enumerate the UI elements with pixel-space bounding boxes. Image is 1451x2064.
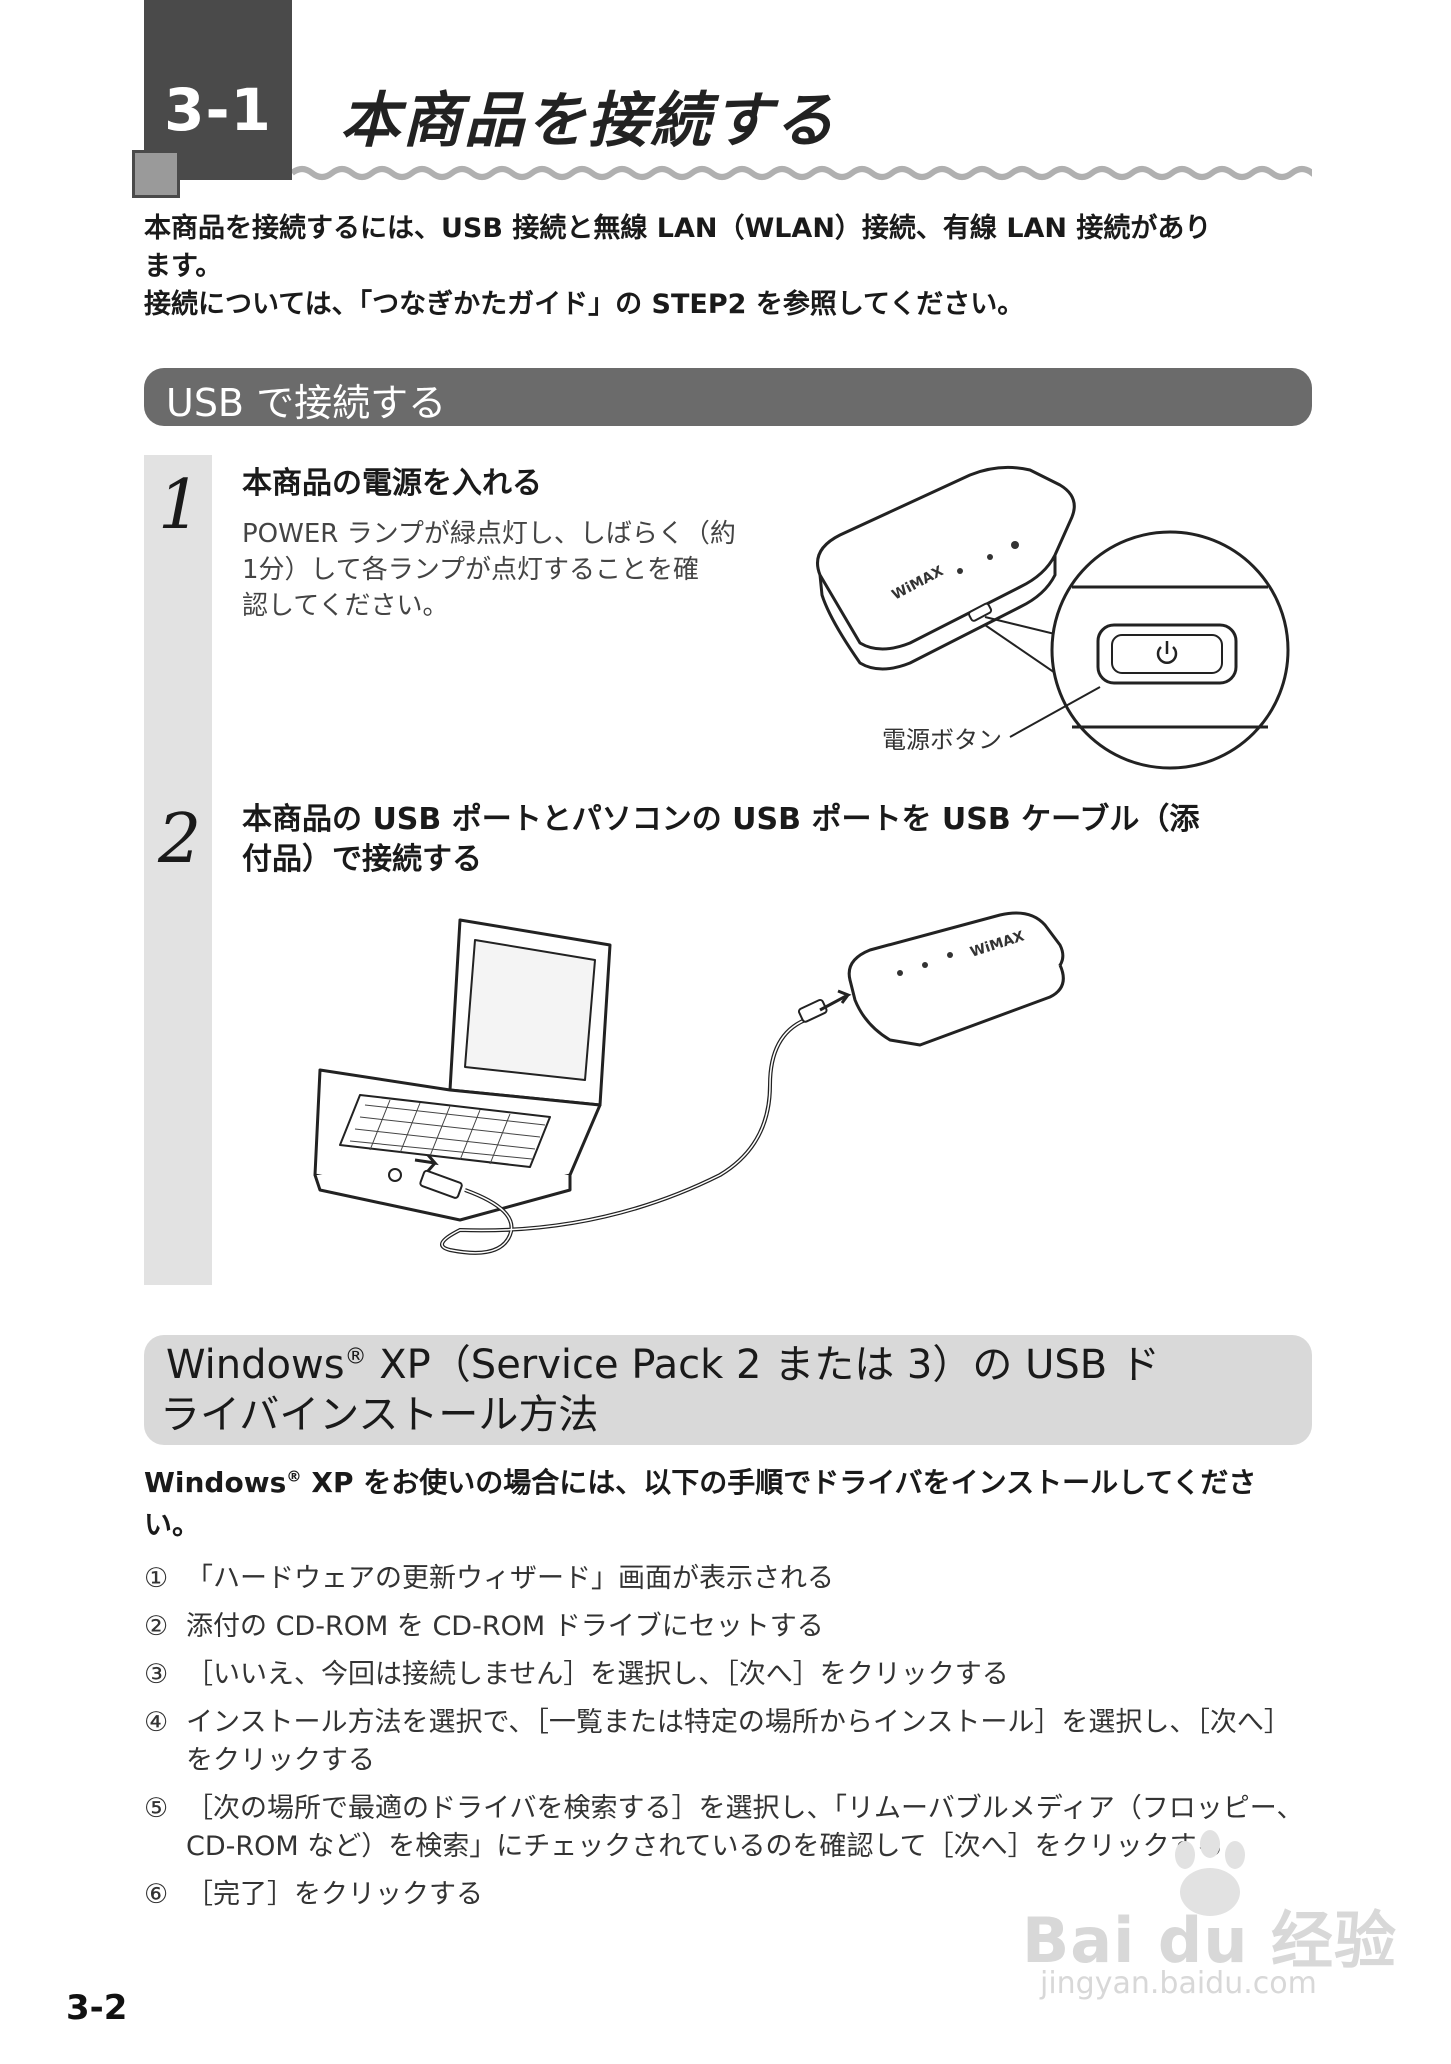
intro-line-2: ます。 <box>144 251 223 282</box>
laptop <box>313 918 612 1222</box>
driver-lead-rest: XP をお使いの場合には、以下の手順でドライバをインストールしてくださ <box>301 1466 1257 1499</box>
power-button-callout-label: 電源ボタン <box>882 726 1002 754</box>
list-item: ① 「ハードウェアの更新ウィザード」画面が表示される <box>144 1560 1324 1598</box>
watermark-brand: Bai du 经验 <box>1022 1904 1398 1977</box>
section-heading-driver-bar <box>144 1335 1312 1445</box>
watermark-url: jingyan.baidu.com <box>1040 1966 1317 2001</box>
router-led-icon <box>957 568 963 574</box>
section-heading-driver-line-2: ライバインストール方法 <box>160 1392 599 1438</box>
registered-mark: ® <box>344 1344 367 1370</box>
power-icon <box>1156 641 1178 664</box>
list-item-marker: ③ <box>144 1659 169 1690</box>
intro-line-3: 接続については、「つなぎかたガイド」の STEP2 を参照してください。 <box>144 289 1025 320</box>
usb-plug-micro <box>797 998 828 1023</box>
step-2-title-line-1: 本商品の USB ポートとパソコンの USB ポートを USB ケーブル（添 <box>242 802 1200 837</box>
callout-leader-line <box>1009 686 1101 738</box>
list-item: ③ ［いいえ、今回は接続しません］を選択し、［次へ］をクリックする <box>144 1656 1324 1694</box>
list-item: ④ インストール方法を選択で、［一覧または特定の場所からインストール］を選択し、… <box>144 1704 1324 1780</box>
laptop-trackpoint <box>388 1168 402 1182</box>
list-item: ② 添付の CD-ROM を CD-ROM ドライブにセットする <box>144 1608 1324 1646</box>
router-power-button-illustration: WiMAX <box>816 465 1290 770</box>
chapter-number: 3-1 <box>164 76 272 144</box>
intro-paragraph: 本商品を接続するには、USB 接続と無線 LAN（WLAN）接続、有線 LAN … <box>144 210 1314 324</box>
driver-steps-list: ① 「ハードウェアの更新ウィザード」画面が表示される ② 添付の CD-ROM … <box>144 1560 1324 1924</box>
laptop-usb-router-illustration: WiMAX <box>313 911 1065 1255</box>
paw-logo-icon <box>1175 1830 1245 1916</box>
list-item-text: インストール方法を選択で、［一覧または特定の場所からインストール］を選択し、［次… <box>186 1707 1291 1738</box>
list-item: ⑤ ［次の場所で最適のドライバを検索する］を選択し、「リムーバブルメディア（フロ… <box>144 1790 1324 1866</box>
driver-lead-windows: Windows <box>144 1466 287 1499</box>
chapter-corner-square <box>132 150 180 198</box>
page-number: 3-2 <box>66 1988 128 2028</box>
step-strip <box>144 455 212 1285</box>
list-item-text: ［完了］をクリックする <box>186 1879 483 1910</box>
list-item: ⑥ ［完了］をクリックする <box>144 1876 1324 1914</box>
driver-lead-line-1: Windows® XP をお使いの場合には、以下の手順でドライバをインストールし… <box>144 1462 1314 1504</box>
list-item-marker: ⑤ <box>144 1793 169 1824</box>
registered-mark: ® <box>286 1467 302 1486</box>
step-1-body-line-3: 認してください。 <box>242 591 449 621</box>
list-item-marker: ① <box>144 1563 169 1594</box>
section-heading-driver-rest: XP（Service Pack 2 または 3）の USB ド <box>366 1342 1160 1388</box>
list-item-marker: ② <box>144 1611 169 1642</box>
step-1-body-line-2: 1分）して各ランプが点灯することを確 <box>242 555 699 585</box>
list-item-text-continued: CD-ROM など）を検索」にチェックされているのを確認して［次へ］をクリックす… <box>186 1831 1224 1862</box>
list-item-text: 「ハードウェアの更新ウィザード」画面が表示される <box>186 1563 834 1594</box>
section-heading-usb: USB で接続する <box>166 381 447 425</box>
arrow-icon <box>414 1154 439 1172</box>
chapter-title-wave-rule <box>292 166 1312 180</box>
router-led-icon <box>1011 541 1019 549</box>
step-1-title: 本商品の電源を入れる <box>242 466 542 501</box>
arrow-icon <box>819 989 852 1012</box>
list-item-text: 添付の CD-ROM を CD-ROM ドライブにセットする <box>186 1611 824 1642</box>
list-item-marker: ④ <box>144 1707 169 1738</box>
intro-line-1: 本商品を接続するには、USB 接続と無線 LAN（WLAN）接続、有線 LAN … <box>144 213 1212 244</box>
list-item-text: ［いいえ、今回は接続しません］を選択し、［次へ］をクリックする <box>186 1659 1009 1690</box>
router-power-button-icon <box>968 602 993 622</box>
router-device <box>847 911 1065 1047</box>
list-item-text: ［次の場所で最適のドライバを検索する］を選択し、「リムーバブルメディア（フロッピ… <box>186 1793 1304 1824</box>
section-heading-driver-line-1: Windows® XP（Service Pack 2 または 3）の USB ド <box>166 1340 1160 1390</box>
step-2-title-line-2: 付品）で接続する <box>242 842 482 877</box>
section-heading-driver-windows: Windows <box>166 1342 345 1388</box>
router-led-icon <box>987 554 993 560</box>
router-device <box>816 465 1076 671</box>
driver-lead-paragraph: Windows® XP をお使いの場合には、以下の手順でドライバをインストールし… <box>144 1462 1314 1546</box>
step-2-number: 2 <box>158 800 202 879</box>
list-item-marker: ⑥ <box>144 1879 169 1910</box>
section-heading-usb-bar <box>144 368 1312 426</box>
step-2-title: 本商品の USB ポートとパソコンの USB ポートを USB ケーブル（添 付… <box>242 800 1312 880</box>
usb-plug-a <box>419 1169 463 1199</box>
step-1-body-line-1: POWER ランプが緑点灯し、しばらく（約 <box>242 519 736 549</box>
step-1-number: 1 <box>158 466 202 545</box>
driver-lead-line-2: い。 <box>144 1508 201 1541</box>
list-item-text-continued: をクリックする <box>186 1745 375 1776</box>
chapter-title: 本商品を接続する <box>340 86 836 156</box>
step-1-body: POWER ランプが緑点灯し、しばらく（約 1分）して各ランプが点灯することを確… <box>242 516 762 624</box>
